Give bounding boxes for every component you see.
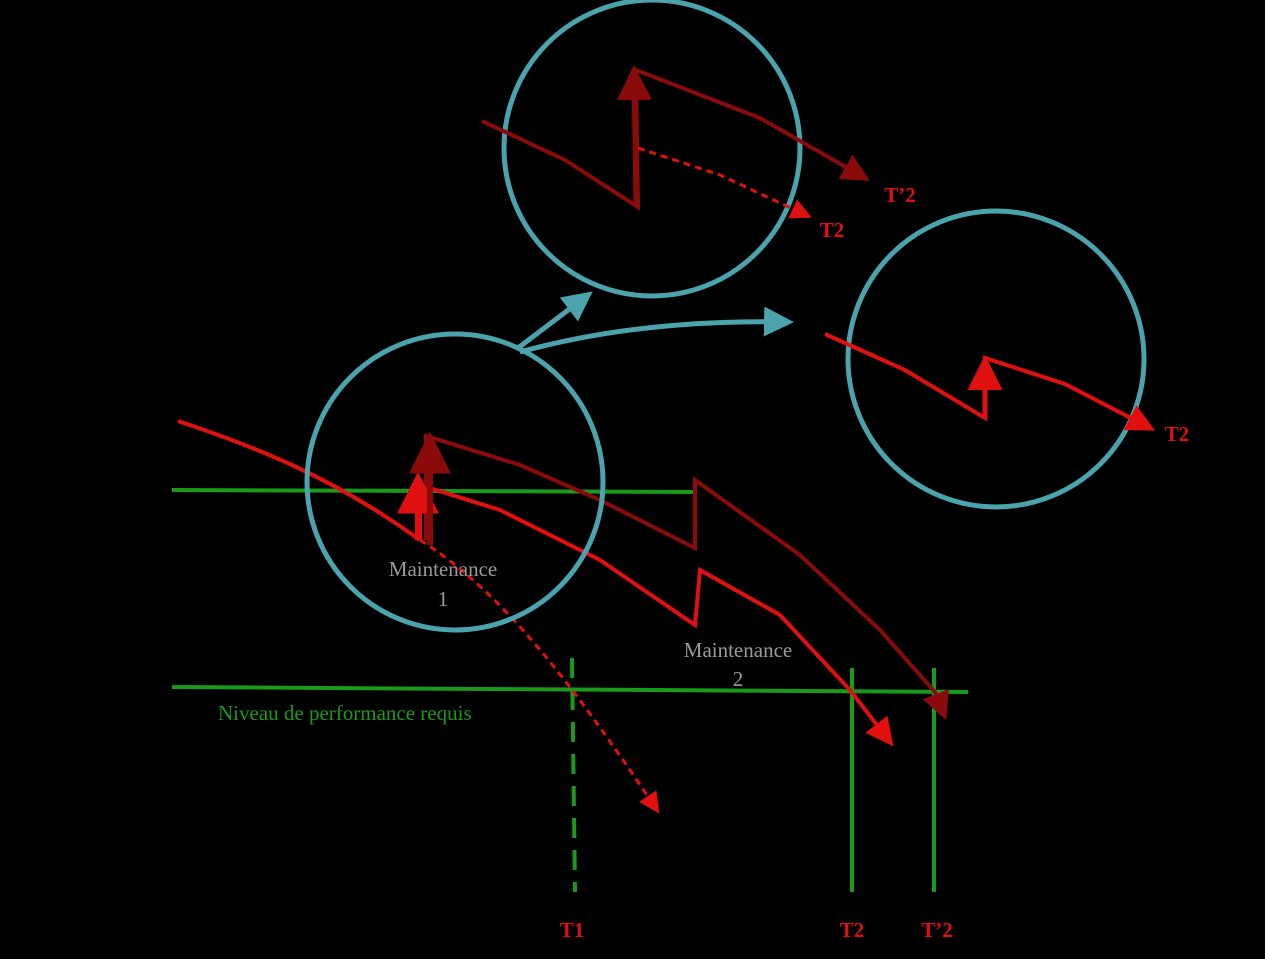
t1-dashed-vertical [570,657,577,893]
initial-degradation-curve [177,419,422,542]
t2-axis-label: T2 [840,918,865,942]
zoom-top-up-arrow [616,65,652,208]
maintenance-1-label-line1: Maintenance [389,557,497,581]
connector-arrow-right [519,306,794,355]
zoom-circle-main [304,331,606,633]
red-maintained-curve [418,482,894,747]
maintenance-1-label-line2: 1 [438,587,449,611]
required-level-label: Niveau de performance requis [218,701,472,725]
tp2-axis-label: T’2 [921,918,953,942]
zoom-top-tp2-label: T’2 [884,183,916,207]
darkred-maintained-curve [424,433,949,721]
zoom-circle-right [845,208,1147,510]
zoom-circle-top [501,0,803,299]
required-level-line [171,685,969,694]
maintenance-2-label-line1: Maintenance [684,638,792,662]
zoom-top-dashed-curve [637,146,812,219]
zoom-top-curve [481,67,870,211]
zoom-right-t2-label: T2 [1165,422,1190,446]
maintenance-2-label-line2: 2 [733,667,744,691]
zoom-top-t2-label: T2 [820,218,845,242]
no-maintenance-curve [419,538,660,814]
connector-arrow-top [516,291,593,350]
t1-axis-label: T1 [560,918,585,942]
